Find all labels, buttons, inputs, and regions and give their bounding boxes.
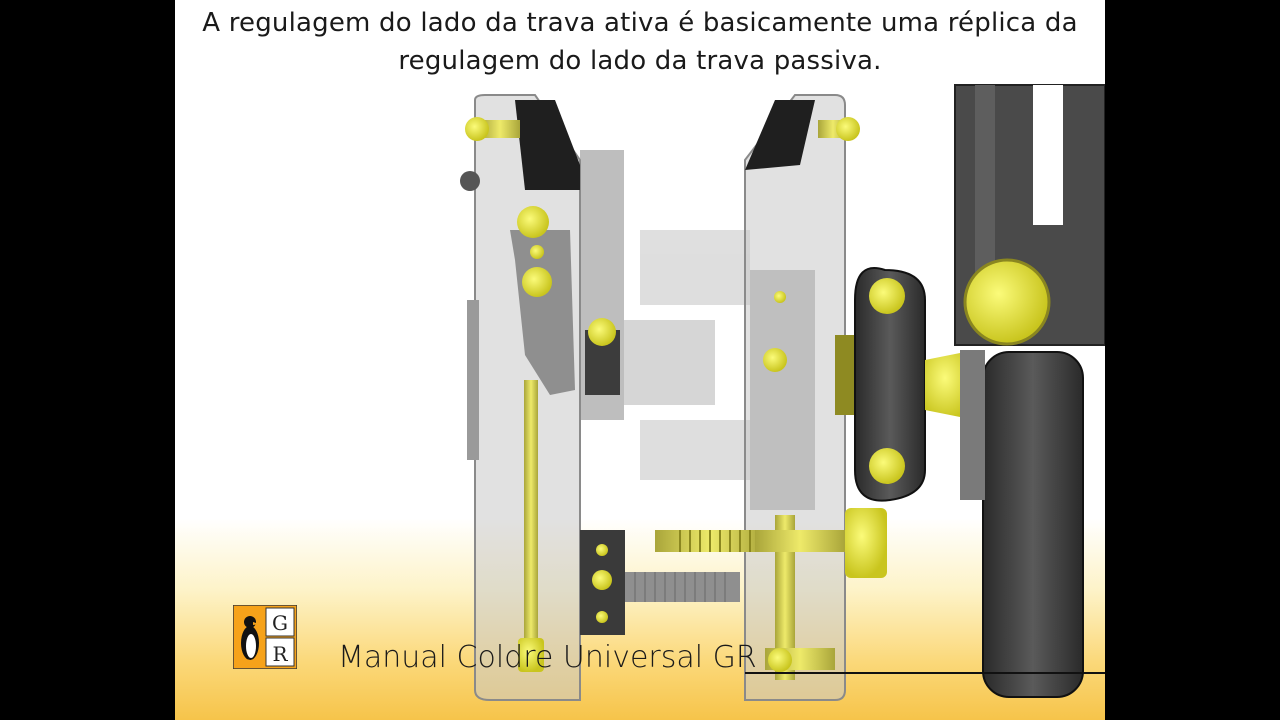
- footer-title: Manual Coldre Universal GR: [338, 640, 757, 675]
- pivot-ring: [835, 267, 975, 502]
- gr-logo: G R: [233, 605, 297, 669]
- logo-letter-bottom: R: [272, 642, 288, 666]
- left-housing: [460, 94, 581, 701]
- center-blocks: [580, 150, 750, 480]
- footer-divider: [745, 672, 1105, 674]
- mechanism-illustration: [460, 84, 1105, 701]
- right-bracket: [954, 84, 1105, 698]
- logo-letter-top: G: [272, 611, 288, 635]
- left-adjust-block: [580, 530, 740, 635]
- caption-line-1: A regulagem do lado da trava ativa é bas…: [202, 8, 1078, 38]
- slide: A regulagem do lado da trava ativa é bas…: [175, 0, 1105, 720]
- left-fasteners: [465, 117, 620, 672]
- slide-caption: A regulagem do lado da trava ativa é bas…: [175, 4, 1105, 80]
- right-adjust-rods: [655, 508, 887, 680]
- caption-line-2: regulagem do lado da trava passiva.: [398, 46, 882, 76]
- penguin-icon: [241, 616, 259, 663]
